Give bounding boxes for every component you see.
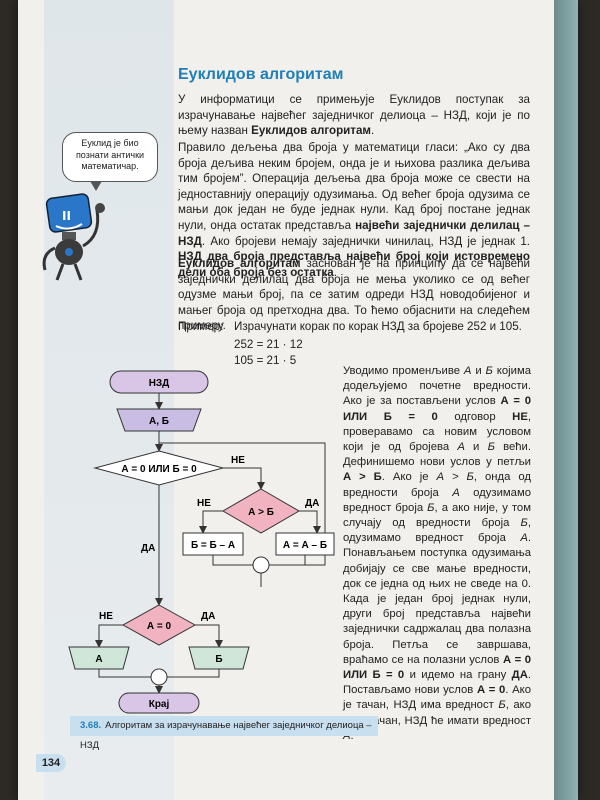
var-b: Б	[487, 441, 495, 454]
output-b	[188, 646, 250, 670]
explanation-text: . Ако је	[381, 471, 437, 484]
rule-paragraph: Правило дељења два броја у математици гл…	[178, 141, 530, 279]
condition-greater-label: А > Б	[248, 507, 274, 518]
var-b: Б	[485, 365, 493, 377]
section-title: Еуклидов алгоритам	[178, 66, 344, 83]
page-edge	[554, 0, 578, 800]
condition-bold: А > Б	[343, 471, 382, 484]
condition-greater	[222, 488, 300, 534]
end-terminal	[118, 692, 200, 714]
intro-bold: Еуклидов алгоритам	[251, 124, 372, 138]
input-block	[116, 408, 202, 432]
speech-bubble: Еуклид је био познати антички математича…	[62, 132, 158, 182]
example-text: Израчунати корак по корак НЗД за бројеве…	[234, 320, 522, 333]
explanation-text: . Постављамо нови услов	[343, 669, 531, 697]
condition-italic: А > Б	[436, 471, 474, 484]
var-b: Б	[520, 517, 528, 530]
condition-bold: А = 0	[476, 684, 506, 697]
robot-mascot-icon: II	[42, 193, 105, 281]
equation-1: 252 = 21 · 12	[234, 338, 303, 351]
output-b-label: Б	[215, 654, 222, 665]
explanation-text: и	[471, 365, 486, 377]
no-label-2: НЕ	[197, 498, 211, 509]
no-label-3: НЕ	[99, 611, 113, 622]
end-label: Крај	[149, 699, 170, 710]
process-a-minus-b-label: А = А – Б	[283, 540, 327, 551]
explanation-text: којима додељујемо почетне вредности. Ако…	[343, 365, 532, 408]
rule-text: Правило дељења два броја у математици гл…	[178, 141, 530, 232]
principle-text: заснован је на принципу да се највећи за…	[178, 257, 531, 333]
explanation-text: одузимамо вредност броја	[343, 486, 531, 514]
flowchart: НЗД А, Б А = 0 ИЛИ Б = 0 НЕ А > Б НЕ ДА …	[68, 370, 335, 714]
yes-label-1: ДА	[141, 543, 155, 554]
intro-text: У информатици се примењује Еуклидов пост…	[178, 93, 530, 138]
explanation-text: и идемо на грану	[404, 669, 512, 682]
var-a: А	[457, 441, 465, 454]
output-a-label: А	[95, 654, 102, 665]
intro-paragraph: У информатици се примењује Еуклидов пост…	[178, 93, 530, 138]
var-b: Б	[498, 699, 506, 712]
speech-bubble-tail	[90, 181, 102, 191]
var-b: Б	[427, 501, 435, 514]
merge-connector-2	[150, 668, 168, 686]
explanation-text: одговор	[437, 410, 513, 423]
input-label: А, Б	[149, 416, 169, 427]
yes-label-3: ДА	[201, 611, 215, 622]
explanation-text: , онда од вредности броја	[343, 471, 531, 499]
explanation-text: већи. Дефинишемо нови услов у петљи	[343, 441, 531, 469]
equation-2: 105 = 21 · 5	[234, 354, 297, 367]
principle-bold: Еуклидов алгоритам	[178, 257, 301, 270]
principle-paragraph: Еуклидов алгоритам заснован је на принци…	[178, 256, 530, 334]
rule-text-2: . Ако бројеви немају заједнички чинилац,…	[201, 234, 530, 248]
explanation-text: , ако није тачан, НЗД ће имати вредност	[343, 699, 531, 727]
condition-a-zero	[121, 604, 197, 646]
explanation-text: , одузимамо вредност броја	[343, 517, 531, 545]
figure-caption: 3.68.Алгоритам за израчунавање највећег …	[70, 716, 378, 751]
page-number: 134	[36, 754, 66, 772]
example-label: Пример:	[178, 320, 224, 333]
explanation-text: Уводимо променљиве	[343, 365, 464, 377]
explanation-text: , а ако није, у том случају од вредности…	[343, 501, 531, 530]
var-a: А	[452, 486, 460, 499]
no-bold: НЕ	[512, 410, 528, 423]
explanation-text: . Понављањем поступка одузимања добијају…	[343, 532, 531, 666]
explanation-text: и	[464, 441, 488, 454]
condition-zero-or-label: А = 0 ИЛИ Б = 0	[121, 464, 197, 475]
var-a: А	[520, 532, 528, 545]
yes-label-2: ДА	[305, 498, 319, 509]
rule-bold-2: НЗД два броја представља највећи број ко…	[178, 250, 530, 279]
condition-bold: А = 0 ИЛИ Б = 0	[343, 653, 531, 682]
yes-bold: ДА	[511, 669, 528, 682]
explanation-text: . Ако је тачан, НЗД има вредност	[343, 684, 531, 712]
merge-connector-1	[252, 556, 270, 574]
no-label-1: НЕ	[231, 455, 245, 466]
rule-bold-1: највећи заједнички делилац – НЗД	[178, 218, 530, 248]
svg-text:II: II	[62, 209, 71, 223]
output-a	[68, 646, 130, 670]
figure-number: 3.68.	[80, 720, 102, 731]
figure-caption-text: Алгоритам за израчунавање највећег зајед…	[80, 720, 372, 751]
explanation-paragraph: Уводимо променљиве А и Б којима додељује…	[343, 364, 531, 744]
var-a: А	[463, 365, 472, 377]
condition-bold: А = 0 ИЛИ Б = 0	[343, 395, 531, 423]
process-b-minus-a-label: Б = Б – А	[191, 540, 235, 551]
start-label: НЗД	[149, 378, 170, 389]
condition-a-zero-label: А = 0	[147, 621, 172, 632]
explanation-text: , проверавамо са новим условом који је о…	[343, 410, 531, 454]
